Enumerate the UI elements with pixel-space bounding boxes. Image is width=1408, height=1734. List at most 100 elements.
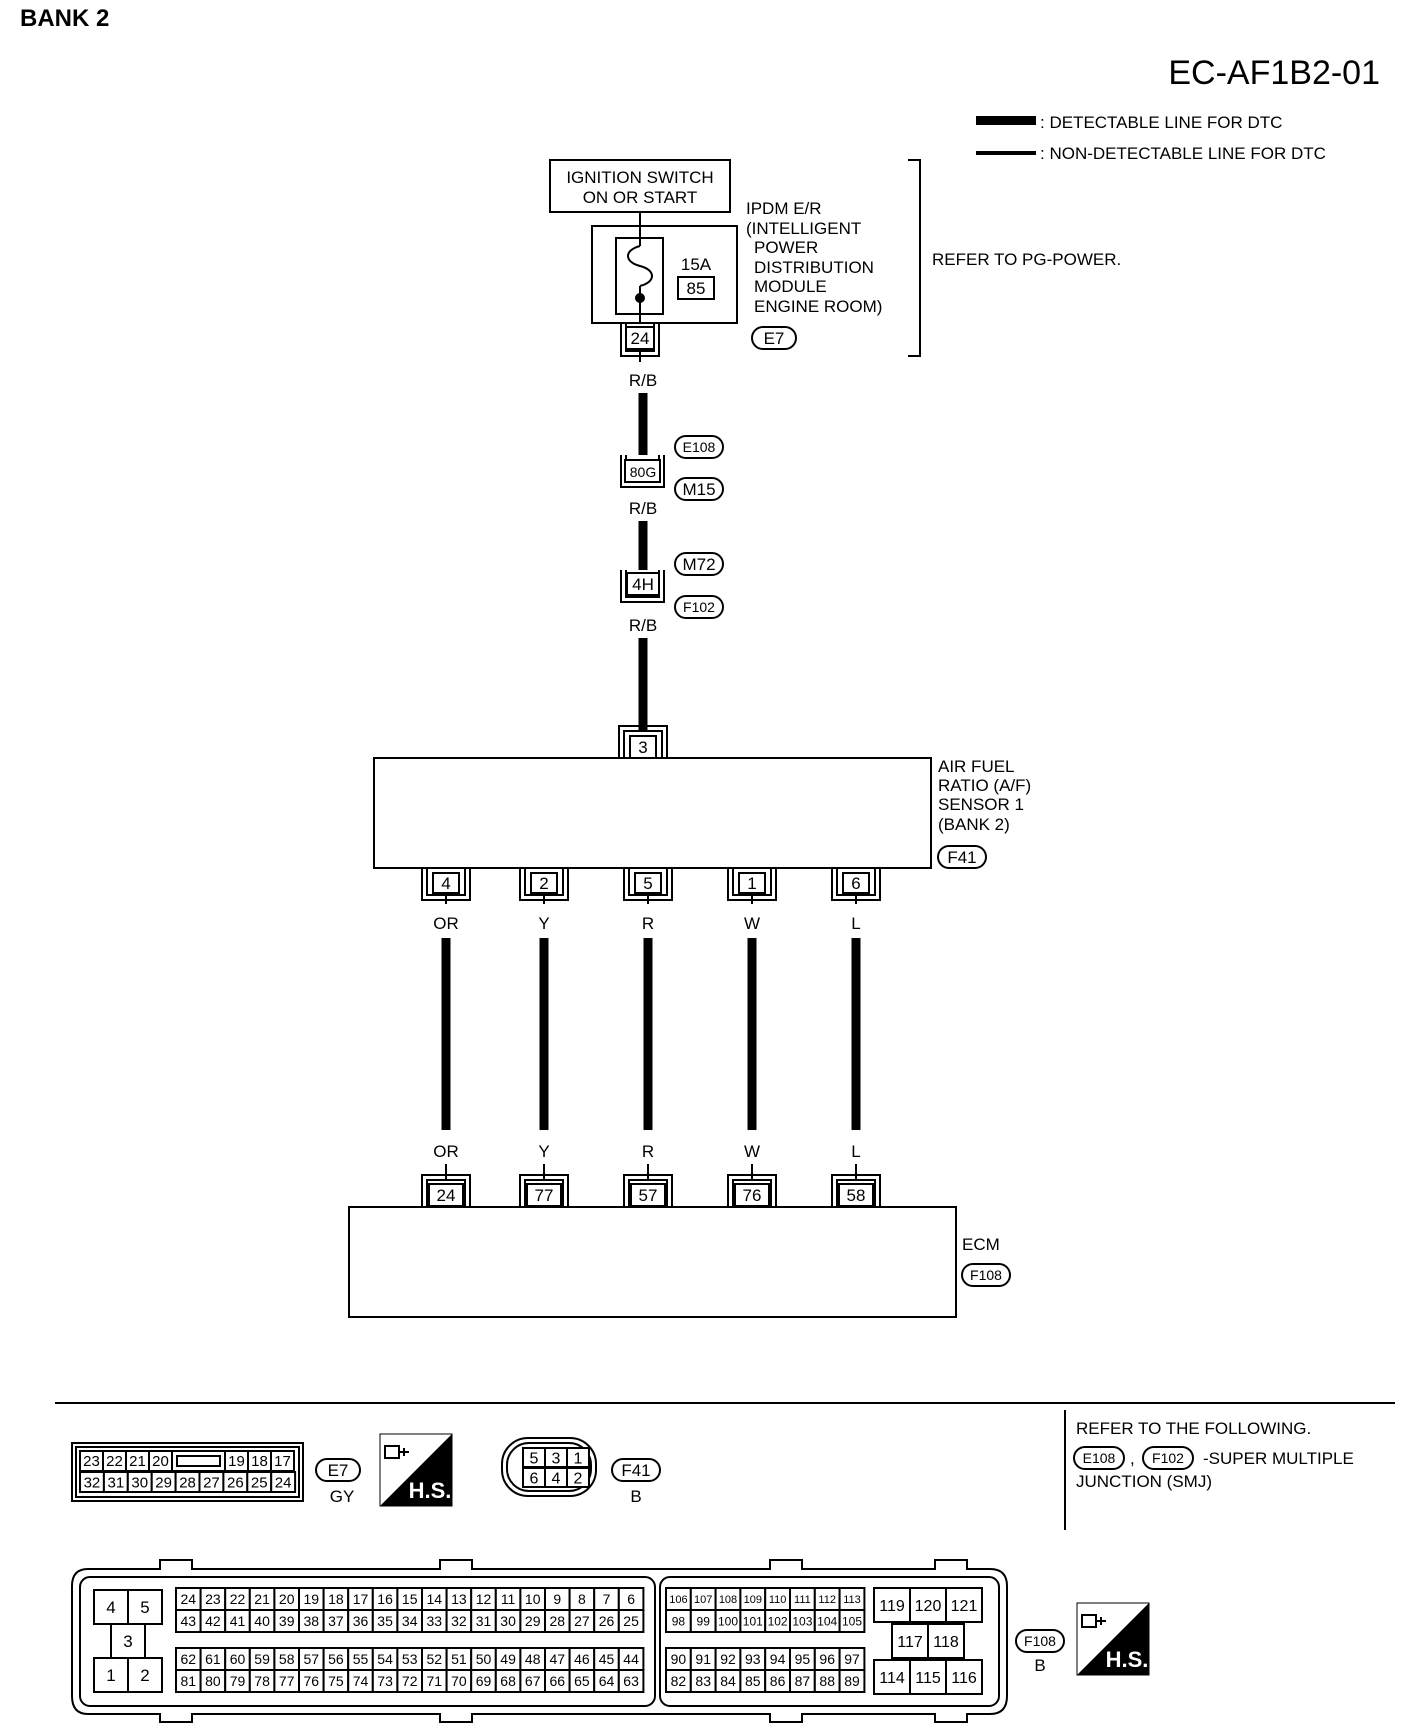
- wire-color-2: R/B: [629, 499, 657, 518]
- f108-pin: 22: [230, 1591, 246, 1607]
- sensor-line2: RATIO (A/F): [938, 776, 1031, 795]
- f108-pin: 48: [525, 1651, 541, 1667]
- connector-f108-id: F108: [1024, 1633, 1056, 1649]
- e7-pin: 25: [251, 1474, 268, 1491]
- fuse-rating: 15A: [681, 255, 712, 274]
- f108-pin: 47: [550, 1651, 566, 1667]
- f108-pin: 28: [550, 1613, 566, 1629]
- wire-color-bottom: W: [744, 1142, 760, 1161]
- wire-color-bottom: OR: [433, 1142, 459, 1161]
- f108-pin: 44: [623, 1651, 639, 1667]
- f108-pin: 118: [933, 1634, 959, 1651]
- f108-pin: 76: [304, 1673, 320, 1689]
- f108-pin: 26: [599, 1613, 615, 1629]
- ecm-terminal: 58: [847, 1186, 866, 1205]
- f108-pin: 96: [819, 1651, 835, 1667]
- ipdm-line2: (INTELLIGENT: [746, 219, 861, 238]
- ignition-line2: ON OR START: [583, 188, 698, 207]
- ipdm-line1: IPDM E/R: [746, 199, 822, 218]
- power-wire: R/B 80G E108 M15 R/B 4H M72 F102 R/B 3: [618, 351, 724, 759]
- f108-pin: 40: [254, 1613, 270, 1629]
- f108-pin: 113: [843, 1594, 861, 1606]
- wire-color-bottom: L: [851, 1142, 860, 1161]
- e7-pin: 27: [203, 1474, 220, 1491]
- f108-pin: 31: [476, 1613, 492, 1629]
- connector-f108-color: B: [1034, 1656, 1045, 1675]
- ipdm-line3: POWER: [754, 238, 818, 257]
- f108-pin: 109: [744, 1594, 762, 1606]
- f108-pin: 4: [106, 1598, 115, 1617]
- sensor-power-terminal: 3: [638, 738, 647, 757]
- refer-connector-1: E108: [1083, 1450, 1116, 1466]
- sensor-terminal: 4: [441, 874, 450, 893]
- f108-pin: 27: [574, 1613, 590, 1629]
- joint1-connector-top: E108: [683, 439, 716, 455]
- refer-note: REFER TO THE FOLLOWING. E108 , F102 -SUP…: [1073, 1419, 1354, 1491]
- f41-pin: 1: [574, 1450, 583, 1467]
- wire-color-top: W: [744, 914, 760, 933]
- ipdm-line6: ENGINE ROOM): [754, 297, 882, 316]
- f108-pin: 88: [819, 1673, 835, 1689]
- f108-pin: 15: [402, 1591, 418, 1607]
- f108-pin: 120: [915, 1598, 942, 1615]
- legend-nondetectable-swatch: [976, 151, 1036, 155]
- f108-pin: 43: [181, 1613, 197, 1629]
- f108-pin: 20: [279, 1591, 295, 1607]
- wire-color-1: R/B: [629, 371, 657, 390]
- legend-detectable-swatch: [976, 116, 1036, 125]
- f108-pin: 17: [353, 1591, 369, 1607]
- f108-pin: 107: [694, 1594, 712, 1606]
- f108-pin: 98: [672, 1614, 686, 1628]
- legend-detectable-label: : DETECTABLE LINE FOR DTC: [1040, 113, 1282, 132]
- hs-badge-2: H.S.: [1076, 1602, 1150, 1676]
- f108-pin: 52: [427, 1651, 443, 1667]
- f108-pin: 106: [669, 1594, 687, 1606]
- f108-pin: 57: [304, 1651, 320, 1667]
- connector-f41-id: F41: [621, 1461, 650, 1480]
- f108-pin: 49: [500, 1651, 516, 1667]
- f108-pin: 13: [451, 1591, 467, 1607]
- f108-pin: 30: [500, 1613, 516, 1629]
- sensor-terminal: 6: [851, 874, 860, 893]
- e7-pin: 18: [251, 1453, 268, 1470]
- hs-label-1: H.S.: [409, 1478, 452, 1503]
- fuse-symbol: [627, 245, 653, 287]
- wire-color-top: Y: [538, 914, 549, 933]
- ecm-terminal: 57: [639, 1186, 658, 1205]
- fuse-number: 85: [687, 279, 706, 298]
- f108-pin: 37: [328, 1613, 344, 1629]
- sensor-line3: SENSOR 1: [938, 795, 1024, 814]
- f108-pin: 9: [553, 1591, 561, 1607]
- refer-pg-power: REFER TO PG-POWER.: [932, 250, 1121, 269]
- f108-pin: 103: [792, 1614, 812, 1628]
- ipdm-connector: E7: [764, 329, 785, 348]
- f108-pin: 105: [842, 1614, 862, 1628]
- ecm-terminal: 77: [535, 1186, 554, 1205]
- f108-pin: 1: [106, 1666, 115, 1685]
- ipdm-connector-oval: [751, 326, 797, 350]
- bank-title: BANK 2: [20, 5, 109, 32]
- f108-pin: 108: [719, 1594, 737, 1606]
- af-sensor: AIR FUEL RATIO (A/F) SENSOR 1 (BANK 2) F…: [373, 757, 1031, 869]
- f108-pin: 23: [205, 1591, 221, 1607]
- e7-pin: 21: [129, 1453, 146, 1470]
- f108-pin: 114: [879, 1670, 905, 1687]
- sensor-line4: (BANK 2): [938, 815, 1010, 834]
- f108-pin: 33: [427, 1613, 443, 1629]
- f108-pin: 55: [353, 1651, 369, 1667]
- f108-pin: 41: [230, 1613, 246, 1629]
- joint1-connector-bottom: M15: [682, 480, 715, 499]
- f108-pin: 102: [768, 1614, 788, 1628]
- f108-pin: 99: [697, 1614, 711, 1628]
- e7-pin: 30: [131, 1474, 148, 1491]
- signal-wire-4: 1WW76AF-UN2: [721, 868, 783, 1229]
- f108-pin: 62: [181, 1651, 197, 1667]
- sensor-terminal: 5: [643, 874, 652, 893]
- signal-wire-1: 4OROR24AF-H2: [421, 868, 471, 1229]
- f108-pin: 95: [795, 1651, 811, 1667]
- f108-pin: 16: [377, 1591, 393, 1607]
- f108-pin: 68: [500, 1673, 516, 1689]
- e7-pin: 20: [152, 1453, 169, 1470]
